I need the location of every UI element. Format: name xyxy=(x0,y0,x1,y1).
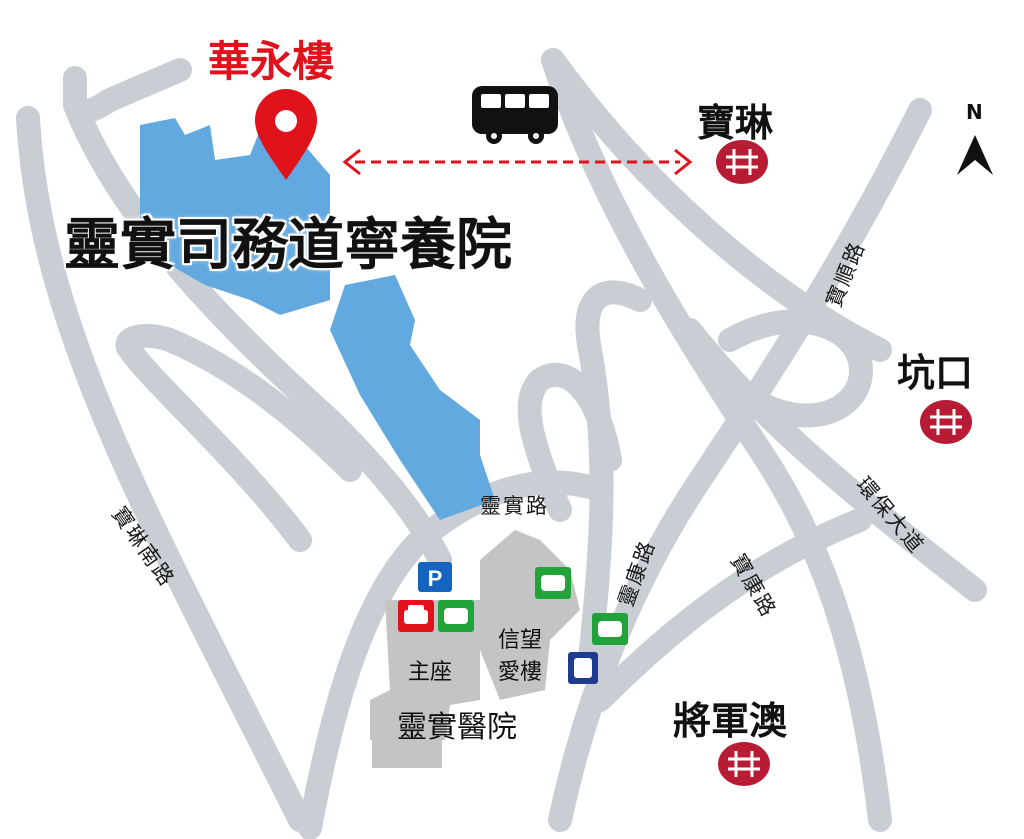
station-tseung-kwan-o-label: 將軍澳 xyxy=(673,699,788,743)
minibus-icon xyxy=(438,600,474,632)
bus-stop-icon xyxy=(568,652,598,684)
mtr-logo-icon xyxy=(920,400,972,444)
wing-building-shape xyxy=(330,275,495,520)
building-title: 華永樓 xyxy=(208,37,335,86)
hospital-second-label-2: 愛樓 xyxy=(498,660,543,685)
hospital-main-shape xyxy=(370,600,480,740)
road-label-haven-street: 靈實路 xyxy=(480,494,549,518)
hospital-second-label-1: 信望 xyxy=(498,628,543,653)
road-po-lam-south xyxy=(16,106,312,832)
station-hang-hau-label: 坑口 xyxy=(897,351,974,395)
mtr-logo-icon xyxy=(716,140,768,184)
hospital-name: 靈實醫院 xyxy=(397,710,517,745)
minibus-icon xyxy=(535,567,571,599)
parking-icon: P xyxy=(418,562,452,592)
minibus-icon xyxy=(592,613,628,645)
north-arrow-icon xyxy=(957,135,993,175)
location-pin-icon xyxy=(255,89,317,180)
svg-text:P: P xyxy=(428,566,443,591)
hospital-main-label: 主座 xyxy=(408,660,453,685)
taxi-icon xyxy=(398,600,434,632)
station-po-lam-label: 寶琳 xyxy=(697,101,774,145)
compass-label: N xyxy=(966,100,983,124)
facility-name: 靈實司務道寧養院 xyxy=(64,213,512,278)
bus-icon xyxy=(472,86,558,144)
mtr-logo-icon xyxy=(718,742,770,786)
